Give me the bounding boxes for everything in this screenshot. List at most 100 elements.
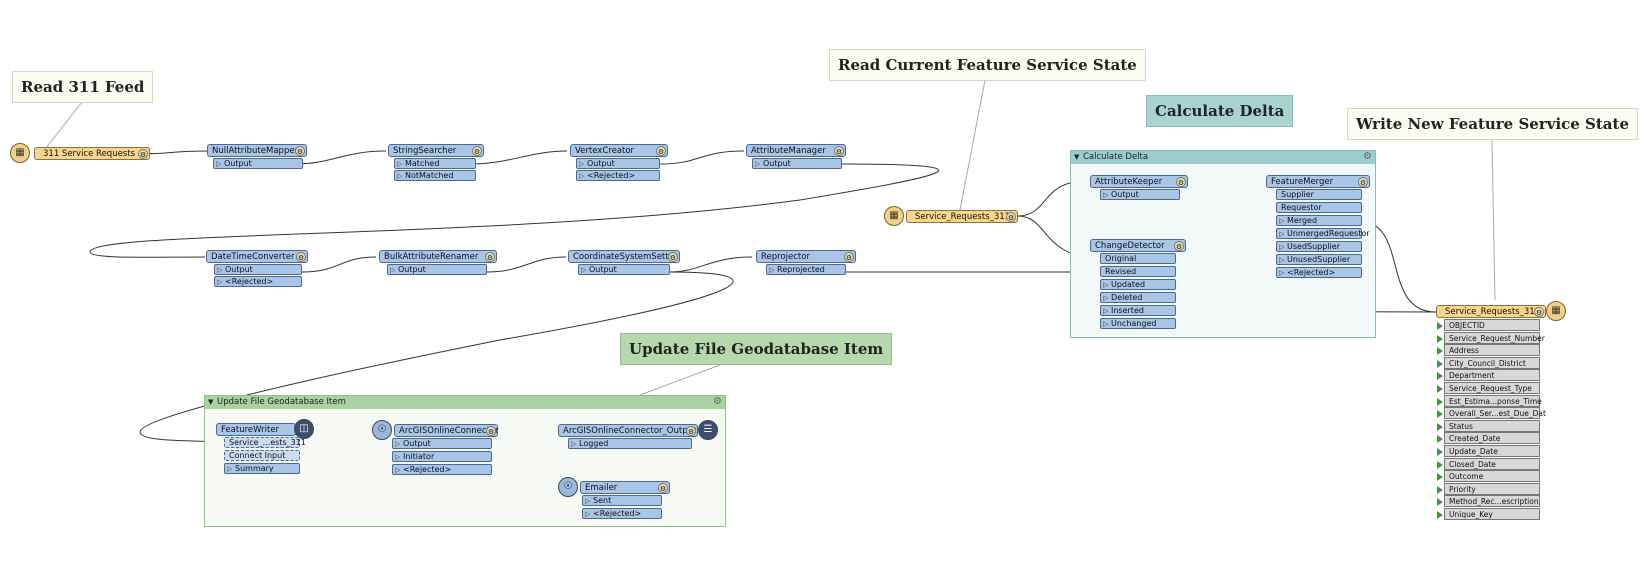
input-port[interactable]: Revised — [1100, 266, 1176, 277]
output-port[interactable]: Output — [578, 264, 670, 275]
reader-label: 311 Service Requests — [43, 149, 135, 159]
input-port[interactable]: Original — [1100, 253, 1176, 264]
gear-icon[interactable]: ⚙ — [296, 252, 306, 262]
writer-attribute-port[interactable]: Address — [1437, 344, 1540, 357]
output-port[interactable]: Output — [392, 438, 492, 449]
gear-icon[interactable]: ⚙ — [834, 146, 844, 156]
gear-icon[interactable]: ⚙ — [1006, 212, 1016, 222]
transformer-name: NullAttributeMapper — [212, 146, 299, 156]
input-port[interactable]: Service_...ests_311 — [224, 437, 306, 448]
gear-icon[interactable]: ⚙ — [658, 483, 668, 493]
bookmark-title[interactable]: ▼Calculate Delta⚙ — [1071, 151, 1375, 164]
gear-icon[interactable]: ⚙ — [1176, 177, 1186, 187]
output-port[interactable]: NotMatched — [394, 170, 476, 181]
output-port[interactable]: <Rejected> — [1276, 267, 1362, 278]
writer-attribute-port[interactable]: Closed_Date — [1437, 457, 1540, 470]
gear-icon[interactable]: ⚙ — [656, 146, 666, 156]
writer-attribute-port[interactable]: Est_Estima...ponse_Time — [1437, 394, 1542, 407]
output-port[interactable]: Inserted — [1100, 305, 1176, 316]
output-port[interactable]: <Rejected> — [214, 276, 302, 287]
transformer-header[interactable]: VertexCreator⚙ — [570, 144, 668, 157]
output-port[interactable]: UnusedSupplier — [1276, 254, 1362, 265]
reader-header[interactable]: 311 Service Requests⚙ — [34, 147, 150, 160]
output-port[interactable]: Output — [1100, 189, 1180, 200]
gear-icon[interactable]: ⚙ — [1534, 307, 1544, 317]
gear-icon[interactable]: ⚙ — [485, 252, 495, 262]
output-port[interactable]: UnmergedRequestor — [1276, 228, 1370, 239]
output-port[interactable]: Unchanged — [1100, 318, 1176, 329]
collapse-icon[interactable]: ▼ — [1074, 153, 1080, 161]
bookmark-title[interactable]: ▼Update File Geodatabase Item⚙ — [205, 396, 725, 409]
collapse-icon[interactable]: ▼ — [208, 398, 214, 406]
transformer-header[interactable]: BulkAttributeRenamer⚙ — [379, 250, 497, 263]
output-port[interactable]: Output — [213, 158, 303, 169]
transformer-header[interactable]: StringSearcher ⚙ — [388, 144, 484, 157]
transformer-header[interactable]: CoordinateSystemSetter⚙ — [568, 250, 680, 263]
writer-attribute-port[interactable]: Method_Rec...escription — [1437, 495, 1540, 508]
transformer-header[interactable]: FeatureWriter — [216, 423, 296, 436]
output-port[interactable]: Reprojected — [766, 264, 846, 275]
output-port[interactable]: Initiator — [392, 451, 492, 462]
output-port[interactable]: Output — [576, 158, 660, 169]
transformer-header[interactable]: AttributeManager⚙ — [746, 144, 846, 157]
globe-icon: ☉ — [558, 477, 578, 497]
gear-icon[interactable]: ⚙ — [713, 396, 722, 407]
gear-icon[interactable]: ⚙ — [472, 146, 482, 156]
gear-icon[interactable]: ⚙ — [1174, 241, 1184, 251]
transformer-header[interactable]: DateTimeConverter⚙ — [206, 250, 308, 263]
writer-attribute-port[interactable]: Service_Request_Type — [1437, 382, 1540, 394]
output-port[interactable]: Output — [752, 158, 842, 169]
writer-attribute-port[interactable]: Unique_Key — [1437, 508, 1540, 520]
output-port[interactable]: <Rejected> — [576, 170, 660, 181]
output-port[interactable]: <Rejected> — [392, 464, 492, 475]
output-port[interactable]: Summary — [224, 463, 300, 474]
transformer-header[interactable]: ChangeDetector⚙ — [1090, 239, 1186, 252]
writer-attribute-port[interactable]: Outcome — [1437, 470, 1540, 483]
gear-icon[interactable]: ⚙ — [295, 146, 305, 156]
writer-label: Service_Requests_311 — [1445, 307, 1541, 317]
gear-icon[interactable]: ⚙ — [1358, 177, 1368, 187]
writer-attribute-port[interactable]: OBJECTID — [1437, 319, 1540, 331]
writer-attribute-port[interactable]: Department — [1437, 369, 1540, 382]
output-port[interactable]: Merged — [1276, 215, 1362, 226]
gear-icon[interactable]: ⚙ — [486, 426, 496, 436]
writer-attribute-port[interactable]: Status — [1437, 419, 1540, 432]
writer-attribute-port[interactable]: Overall_Ser...est_Due_Dat — [1437, 407, 1546, 420]
writer-attribute-port[interactable]: City_Council_District — [1437, 356, 1540, 369]
output-port[interactable]: Sent — [582, 495, 662, 506]
transformer-header[interactable]: FeatureMerger⚙ — [1266, 175, 1370, 188]
output-port[interactable]: Deleted — [1100, 292, 1176, 303]
output-port[interactable]: UsedSupplier — [1276, 241, 1362, 252]
output-port[interactable]: Matched — [394, 158, 476, 169]
transformer-header[interactable]: Emailer⚙ — [580, 481, 670, 494]
output-port[interactable]: Output — [214, 264, 302, 275]
output-port[interactable]: Updated — [1100, 279, 1176, 290]
transformer-header[interactable]: Reprojector⚙ — [756, 250, 856, 263]
transformer-header[interactable]: ArcGISOnlineConnector⚙ — [394, 424, 499, 437]
table-icon: ▦ — [10, 143, 30, 163]
transformer-header[interactable]: AttributeKeeper⚙ — [1090, 175, 1188, 188]
input-port[interactable]: Requestor — [1276, 202, 1362, 213]
writer-attribute-port[interactable]: Created_Date — [1437, 432, 1540, 445]
gear-icon[interactable]: ⚙ — [686, 426, 696, 436]
transformer-name: StringSearcher — [393, 146, 457, 156]
annotation-calculate-delta: Calculate Delta — [1146, 95, 1294, 127]
input-port[interactable]: Connect Input — [224, 450, 300, 461]
input-port[interactable]: Supplier — [1276, 189, 1362, 200]
output-port[interactable]: <Rejected> — [582, 508, 662, 519]
reader-header[interactable]: Service_Requests_311⚙ — [906, 210, 1018, 223]
transformer-header[interactable]: NullAttributeMapper⚙ — [207, 144, 307, 157]
output-port[interactable]: Logged — [568, 438, 692, 449]
globe-icon: ☉ — [372, 420, 392, 440]
writer-attribute-port[interactable]: Priority — [1437, 482, 1540, 495]
reader-label: Service_Requests_311 — [915, 212, 1011, 222]
gear-icon[interactable]: ⚙ — [844, 252, 854, 262]
gear-icon[interactable]: ⚙ — [1363, 151, 1372, 162]
writer-header[interactable]: Service_Requests_311⚙ — [1436, 305, 1546, 318]
gear-icon[interactable]: ⚙ — [668, 252, 678, 262]
writer-attribute-port[interactable]: Service_Request_Number — [1437, 331, 1545, 344]
output-port[interactable]: Output — [387, 264, 487, 275]
writer-attribute-port[interactable]: Update_Date — [1437, 445, 1540, 457]
transformer-header[interactable]: ArcGISOnlineConnector_Output⚙ — [558, 424, 698, 437]
gear-icon[interactable]: ⚙ — [138, 149, 148, 159]
